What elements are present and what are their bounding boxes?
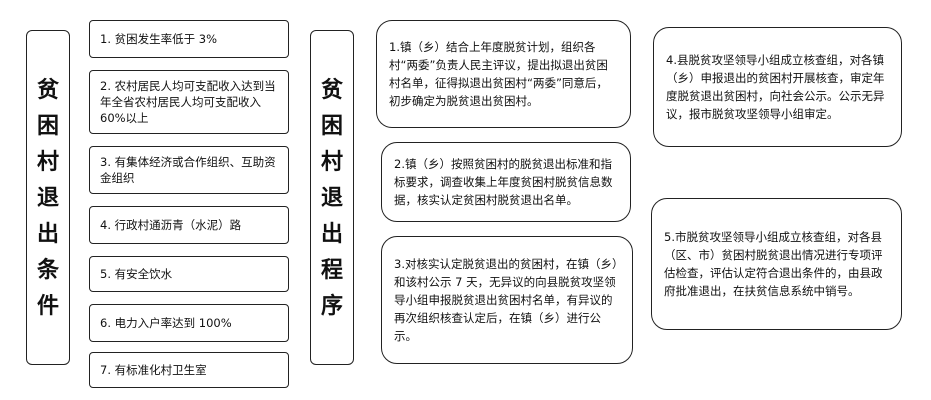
procedure-step-text: 4.县脱贫攻坚领导小组成立核查组，对各镇（乡）申报退出的贫困村开展核查，审定年度… xyxy=(666,53,885,121)
procedure-title-char: 序 xyxy=(320,292,343,319)
conditions-title-char: 出 xyxy=(36,220,59,247)
conditions-title-char: 退 xyxy=(36,184,59,211)
condition-item: 7. 有标准化村卫生室 xyxy=(89,352,289,388)
procedure-step-5: 5.市脱贫攻坚领导小组成立核查组，对各县（区、市）贫困村脱贫退出情况进行专项评估… xyxy=(651,198,902,330)
conditions-title-char: 村 xyxy=(36,148,59,175)
conditions-title-char: 条 xyxy=(36,256,59,283)
procedure-title-box: 贫 困 村 退 出 程 序 xyxy=(310,30,354,365)
conditions-title-char: 件 xyxy=(36,292,59,319)
condition-item: 4. 行政村通沥青（水泥）路 xyxy=(89,206,289,244)
condition-text: 1. 贫困发生率低于 3% xyxy=(100,32,218,46)
condition-text: 2. 农村居民人均可支配收入达到当年全省农村居民人均可支配收入 60%以上 xyxy=(100,79,276,125)
condition-item: 5. 有安全饮水 xyxy=(89,256,289,292)
condition-item: 6. 电力入户率达到 100% xyxy=(89,304,289,342)
procedure-step-text: 1.镇（乡）结合上年度脱贫计划，组织各村“两委”负责人民主评议，提出拟退出贫困村… xyxy=(389,40,608,108)
procedure-step-1: 1.镇（乡）结合上年度脱贫计划，组织各村“两委”负责人民主评议，提出拟退出贫困村… xyxy=(376,20,631,128)
conditions-title-char: 贫 xyxy=(36,76,59,103)
condition-text: 7. 有标准化村卫生室 xyxy=(100,363,207,377)
procedure-step-text: 2.镇（乡）按照贫困村的脱贫退出标准和指标要求，调查收集上年度贫困村脱贫信息数据… xyxy=(394,157,613,207)
procedure-title-char: 困 xyxy=(320,112,343,139)
procedure-title-char: 出 xyxy=(320,220,343,247)
conditions-title-box: 贫 困 村 退 出 条 件 xyxy=(26,30,70,365)
procedure-step-3: 3.对核实认定脱贫退出的贫困村，在镇（乡）和该村公示 7 天，无异议的向县脱贫攻… xyxy=(381,236,633,364)
procedure-step-text: 5.市脱贫攻坚领导小组成立核查组，对各县（区、市）贫困村脱贫退出情况进行专项评估… xyxy=(664,230,883,298)
condition-text: 4. 行政村通沥青（水泥）路 xyxy=(100,218,242,232)
procedure-step-text: 3.对核实认定脱贫退出的贫困村，在镇（乡）和该村公示 7 天，无异议的向县脱贫攻… xyxy=(394,257,618,343)
condition-text: 5. 有安全饮水 xyxy=(100,267,173,281)
procedure-title-char: 贫 xyxy=(320,76,343,103)
condition-text: 6. 电力入户率达到 100% xyxy=(100,316,232,330)
condition-item: 1. 贫困发生率低于 3% xyxy=(89,20,289,58)
procedure-step-2: 2.镇（乡）按照贫困村的脱贫退出标准和指标要求，调查收集上年度贫困村脱贫信息数据… xyxy=(381,142,631,222)
procedure-step-4: 4.县脱贫攻坚领导小组成立核查组，对各镇（乡）申报退出的贫困村开展核查，审定年度… xyxy=(653,27,902,147)
condition-item: 2. 农村居民人均可支配收入达到当年全省农村居民人均可支配收入 60%以上 xyxy=(89,70,289,134)
procedure-title-char: 程 xyxy=(320,256,343,283)
procedure-title-char: 村 xyxy=(320,148,343,175)
condition-item: 3. 有集体经济或合作组织、互助资金组织 xyxy=(89,146,289,194)
condition-text: 3. 有集体经济或合作组织、互助资金组织 xyxy=(100,155,276,185)
conditions-title-char: 困 xyxy=(36,112,59,139)
procedure-title-char: 退 xyxy=(320,184,343,211)
